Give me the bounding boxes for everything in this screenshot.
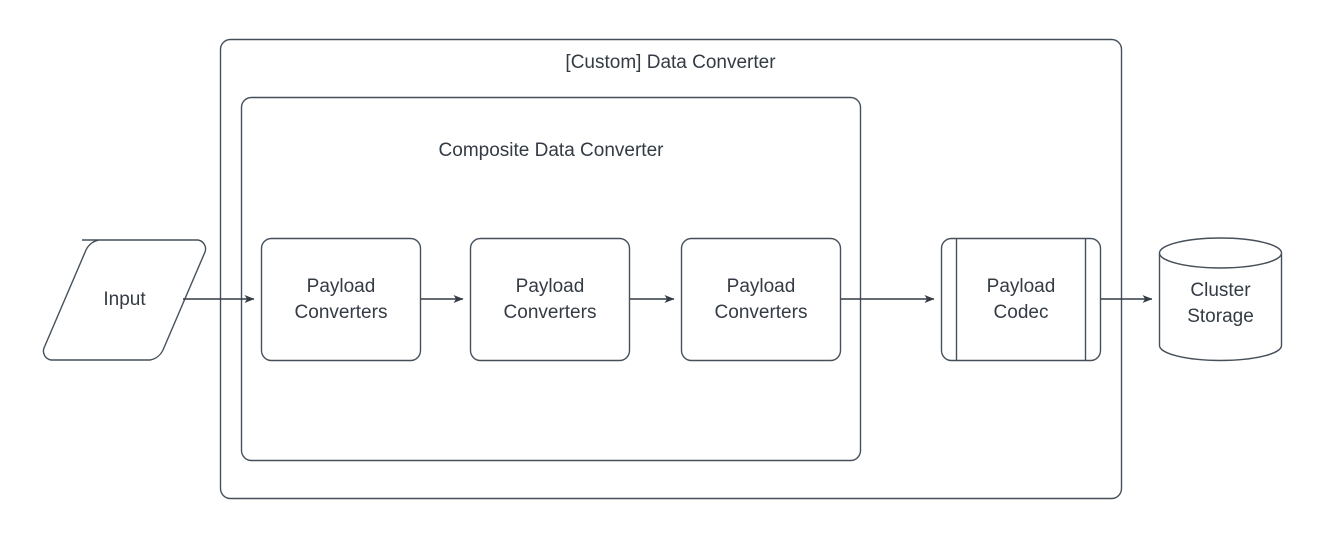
- node-payload-codec-shape[interactable]: [940, 237, 1102, 362]
- node-payload-converters-1-shape[interactable]: [260, 237, 422, 362]
- container-custom-data-converter-title: [Custom] Data Converter: [565, 52, 776, 73]
- node-payload-converters-2-shape[interactable]: [469, 237, 631, 362]
- node-cluster-storage-shape[interactable]: [1158, 237, 1283, 362]
- node-payload-converters-3-shape[interactable]: [680, 237, 842, 362]
- container-composite-data-converter-title: Composite Data Converter: [438, 140, 664, 161]
- node-input-shape[interactable]: [42, 239, 207, 361]
